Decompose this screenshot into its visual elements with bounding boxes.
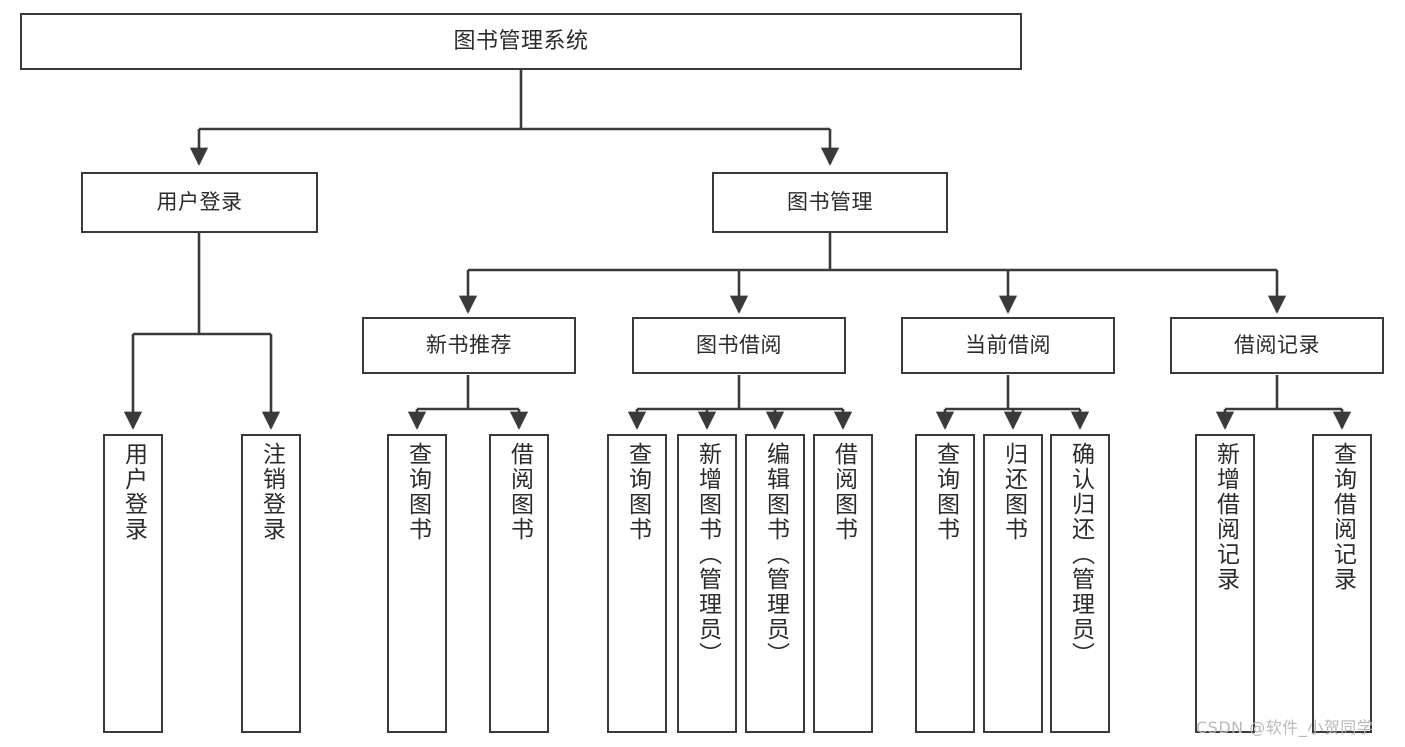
node-book-borrow[interactable]: 图书借阅 <box>632 317 846 374</box>
node-label: 新增借阅记录 <box>1212 442 1239 592</box>
node-label: 查询图书 <box>404 442 431 542</box>
node-label: 当前借阅 <box>965 333 1051 358</box>
leaf-borrow-borrow-book[interactable]: 借阅图书 <box>813 434 873 733</box>
node-label: 新书推荐 <box>426 333 512 358</box>
node-label: 查询图书 <box>624 442 651 542</box>
node-new-book-recommend[interactable]: 新书推荐 <box>362 317 576 374</box>
leaf-borrow-edit-book[interactable]: 编辑图书（管理员） <box>745 434 805 733</box>
node-label: 归还图书 <box>1000 442 1027 542</box>
leaf-record-query[interactable]: 查询借阅记录 <box>1312 434 1372 733</box>
node-label: 新增图书（管理员） <box>694 442 721 667</box>
leaf-new-book-query[interactable]: 查询图书 <box>387 434 447 733</box>
node-label: 查询图书 <box>932 442 959 542</box>
leaf-current-return[interactable]: 归还图书 <box>983 434 1043 733</box>
node-label: 借阅图书 <box>830 442 857 542</box>
node-user-login[interactable]: 用户登录 <box>81 172 318 233</box>
leaf-borrow-add-book[interactable]: 新增图书（管理员） <box>677 434 737 733</box>
node-label: 注销登录 <box>258 442 285 542</box>
node-label: 用户登录 <box>120 442 147 542</box>
leaf-user-login-logout[interactable]: 注销登录 <box>241 434 301 733</box>
leaf-record-add[interactable]: 新增借阅记录 <box>1195 434 1255 733</box>
node-label: 图书借阅 <box>696 333 782 358</box>
node-label: 确认归还（管理员） <box>1067 442 1094 667</box>
node-root-system[interactable]: 图书管理系统 <box>20 13 1022 70</box>
leaf-user-login-login[interactable]: 用户登录 <box>103 434 163 733</box>
node-label: 借阅图书 <box>506 442 533 542</box>
node-label: 编辑图书（管理员） <box>762 442 789 667</box>
leaf-current-query[interactable]: 查询图书 <box>915 434 975 733</box>
watermark: CSDN @软件_小贺同学 <box>1196 718 1374 737</box>
node-label: 查询借阅记录 <box>1329 442 1356 592</box>
node-label: 用户登录 <box>156 190 243 215</box>
leaf-new-book-borrow[interactable]: 借阅图书 <box>489 434 549 733</box>
node-label: 图书管理系统 <box>453 28 589 54</box>
node-label: 借阅记录 <box>1234 333 1320 358</box>
node-borrow-record[interactable]: 借阅记录 <box>1170 317 1384 374</box>
node-book-management[interactable]: 图书管理 <box>712 172 948 233</box>
leaf-borrow-query[interactable]: 查询图书 <box>607 434 667 733</box>
node-label: 图书管理 <box>787 190 873 215</box>
leaf-current-confirm-return[interactable]: 确认归还（管理员） <box>1050 434 1110 733</box>
node-current-borrow[interactable]: 当前借阅 <box>901 317 1115 374</box>
